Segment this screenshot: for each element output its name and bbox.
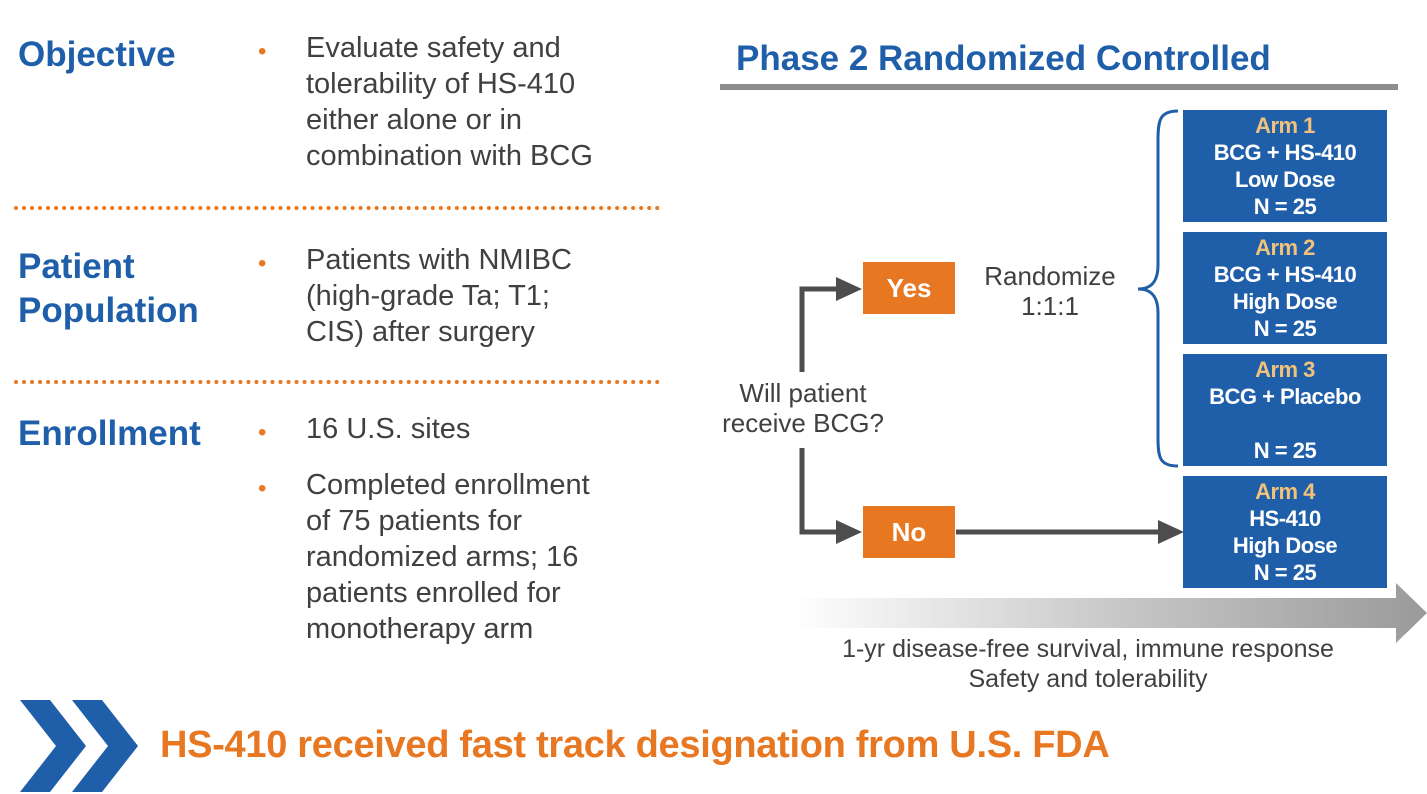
arm-2-treatment: BCG + HS-410 — [1213, 262, 1357, 287]
fda-designation-text: HS-410 received fast track designation f… — [160, 724, 1110, 766]
question-line1: Will patient — [739, 378, 867, 408]
arm-2-box: Arm 2 BCG + HS-410 High Dose N = 25 — [1183, 232, 1387, 344]
objective-label-text: Objective — [18, 35, 176, 74]
endpoints-line2: Safety and tolerability — [968, 665, 1208, 693]
enrollment-label: Enrollment — [18, 412, 201, 456]
title-rule — [720, 84, 1398, 90]
arm-1-n: N = 25 — [1253, 194, 1317, 219]
arm-4-dose: High Dose — [1232, 533, 1338, 558]
population-text: Patients with NMIBC (high-grade Ta; T1; … — [306, 244, 572, 348]
yes-connector — [799, 286, 838, 372]
randomize-line2: 1:1:1 — [1021, 291, 1079, 321]
arm-4-box: Arm 4 HS-410 High Dose N = 25 — [1183, 476, 1387, 588]
arm-2-n: N = 25 — [1253, 316, 1317, 341]
bullet-marker: • — [258, 250, 267, 277]
no-connector — [799, 448, 838, 535]
yes-arrowhead — [836, 277, 862, 301]
arm-3-treatment: BCG + Placebo — [1209, 384, 1361, 409]
randomize-brace-icon — [1137, 109, 1179, 468]
diagram-title: Phase 2 Randomized Controlled — [736, 39, 1271, 78]
objective-text: Evaluate safety and tolerability of HS-4… — [306, 32, 593, 172]
arm4-arrowhead — [1158, 520, 1184, 544]
arm-3-n: N = 25 — [1253, 438, 1317, 463]
arm-4-title: Arm 4 — [1255, 479, 1315, 504]
bullet-marker: • — [258, 419, 267, 446]
section-divider — [14, 206, 660, 210]
question-line2: receive BCG? — [722, 408, 884, 438]
arm-3-box: Arm 3 BCG + Placebo N = 25 — [1183, 354, 1387, 466]
arm-1-treatment: BCG + HS-410 — [1213, 140, 1357, 165]
arm-2-title: Arm 2 — [1255, 235, 1315, 260]
patient-population-label: Patient Population — [18, 245, 199, 333]
randomize-label: Randomize 1:1:1 — [970, 261, 1130, 321]
patient-label-line2: Population — [18, 291, 199, 330]
enrollment-count-text: Completed enrollment of 75 patients for … — [306, 469, 590, 645]
enrollment-label-text: Enrollment — [18, 414, 201, 453]
arm-2-dose: High Dose — [1232, 289, 1338, 314]
bcg-question: Will patient receive BCG? — [703, 378, 903, 438]
arm-1-box: Arm 1 BCG + HS-410 Low Dose N = 25 — [1183, 110, 1387, 222]
patient-label-line1: Patient — [18, 247, 135, 286]
endpoints-text: 1-yr disease-free survival, immune respo… — [788, 634, 1388, 694]
bullet-marker: • — [258, 38, 267, 65]
bullet-marker: • — [258, 475, 267, 502]
arm-3-dose — [1183, 410, 1387, 437]
arm-4-treatment: HS-410 — [1249, 506, 1321, 531]
no-arrowhead — [836, 520, 862, 544]
objective-label: Objective — [18, 33, 176, 77]
arm-1-title: Arm 1 — [1255, 113, 1315, 138]
timeline-arrow — [790, 583, 1427, 643]
arm-3-title: Arm 3 — [1255, 357, 1315, 382]
yes-box: Yes — [863, 262, 955, 314]
arm-4-n: N = 25 — [1253, 560, 1317, 585]
arm-1-dose: Low Dose — [1235, 167, 1335, 192]
enrollment-sites-text: 16 U.S. sites — [306, 413, 471, 445]
randomize-line1: Randomize — [984, 261, 1116, 291]
section-divider — [14, 380, 660, 384]
no-box: No — [863, 506, 955, 558]
double-chevron-icon — [20, 700, 138, 792]
endpoints-line1: 1-yr disease-free survival, immune respo… — [842, 635, 1334, 663]
